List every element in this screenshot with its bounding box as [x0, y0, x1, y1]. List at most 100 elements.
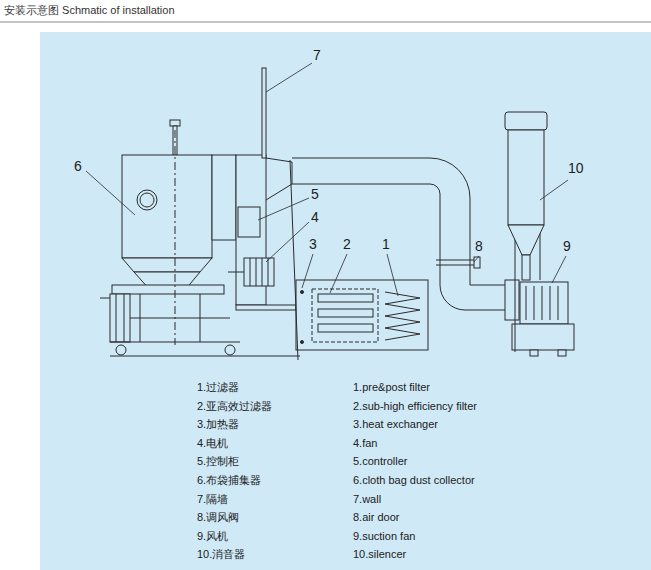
dryer-body [124, 294, 125, 342]
dryer-body [140, 193, 154, 207]
silencer [505, 112, 547, 352]
dryer-body [140, 294, 141, 342]
air-door [436, 260, 474, 261]
partition-wall [290, 160, 298, 360]
fan-motor [256, 258, 257, 286]
air-door [436, 257, 480, 268]
part-name: 2.sub-high efficiency filter [353, 400, 477, 413]
fan-motor [268, 258, 269, 286]
heater-filter-box [318, 294, 373, 302]
leader-line [266, 222, 309, 262]
silencer [508, 225, 544, 255]
part-name: 6.cloth bag dust collector [353, 474, 475, 487]
partition-wall [290, 160, 298, 360]
part-name: 2.亚高效过滤器 [197, 400, 272, 413]
page-frame [40, 32, 651, 570]
part-name: 5.控制柜 [197, 455, 239, 468]
heater-filter-box [312, 289, 378, 342]
silencer [515, 225, 516, 352]
heater-filter-box [318, 309, 373, 317]
part-name: 7.隔墙 [197, 493, 228, 506]
suction-fan [534, 286, 535, 320]
part-name: 7.wall [353, 493, 381, 506]
callout-number: 6 [74, 158, 82, 175]
suction-fan [558, 350, 566, 356]
part-name: 5.controller [353, 455, 407, 468]
callout-number: 4 [311, 209, 319, 226]
leader-line [86, 63, 568, 296]
part-name: 8.调风阀 [197, 511, 239, 524]
dryer-body [122, 258, 212, 272]
part-name: 1.过滤器 [197, 381, 239, 394]
dryer-body [170, 120, 180, 126]
fan-motor [262, 258, 263, 286]
leader-line [258, 198, 309, 220]
air-door [436, 265, 474, 266]
dryer-body [262, 68, 266, 158]
leader-line [266, 63, 312, 92]
suction-fan [512, 324, 574, 350]
callout-number: 7 [313, 47, 321, 64]
part-name: 9.suction fan [353, 530, 415, 543]
leader-line [474, 256, 479, 262]
callout-number: 9 [563, 238, 571, 255]
air-duct [292, 162, 293, 184]
part-name: 9.风机 [197, 530, 228, 543]
callout-number: 5 [311, 186, 319, 203]
part-name: 1.pre&post filter [353, 381, 430, 394]
fan-motor [228, 258, 274, 286]
part-name: 4.fan [353, 437, 377, 450]
air-duct [266, 158, 292, 162]
dryer-body [116, 345, 126, 355]
fan-motor [244, 258, 274, 286]
air-duct [292, 158, 510, 285]
dryer-body [116, 294, 117, 342]
callout-number: 2 [343, 236, 351, 253]
suction-fan [550, 286, 551, 320]
callout-number: 10 [568, 160, 584, 177]
callout-number: 8 [475, 238, 483, 255]
dryer-body [200, 294, 201, 342]
callout-number: 3 [309, 236, 317, 253]
silencer [508, 130, 544, 225]
silencer [522, 255, 530, 280]
part-name: 6.布袋捕集器 [197, 474, 261, 487]
dryer-body [137, 190, 157, 210]
dryer-body [100, 68, 300, 356]
fan-motor [250, 258, 251, 286]
air-duct [266, 184, 292, 200]
leader-line [86, 171, 135, 215]
part-name: 8.air door [353, 511, 399, 524]
leader-line [302, 254, 313, 288]
callout-number: 1 [382, 236, 390, 253]
suction-fan [542, 286, 543, 320]
dryer-body [212, 155, 236, 240]
page-frame [0, 22, 651, 570]
part-name: 3.heat exchanger [353, 418, 438, 431]
part-name: 10.silencer [353, 548, 406, 561]
leader-line [552, 256, 566, 283]
air-door [474, 257, 480, 268]
part-name: 4.电机 [197, 437, 228, 450]
dryer-body [225, 345, 235, 355]
suction-fan [526, 286, 527, 320]
leader-line [540, 180, 568, 200]
suction-fan [505, 280, 519, 320]
dryer-body [110, 356, 300, 357]
heater-filter-box [318, 324, 373, 332]
fan-motor [228, 272, 244, 273]
heater-filter-box [296, 280, 428, 350]
heater-filter-box [385, 292, 420, 340]
heater-filter-box [301, 341, 304, 344]
silencer [505, 112, 547, 130]
suction-fan [558, 286, 559, 320]
dryer-body [175, 130, 176, 345]
part-name: 10.消音器 [197, 548, 245, 561]
page-frame [0, 22, 651, 23]
leader-line [330, 254, 347, 293]
page-heading: 安装示意图 Schmatic of installation [4, 4, 175, 17]
dryer-body [110, 294, 130, 342]
dryer-body [130, 318, 230, 319]
suction-fan [520, 282, 568, 324]
